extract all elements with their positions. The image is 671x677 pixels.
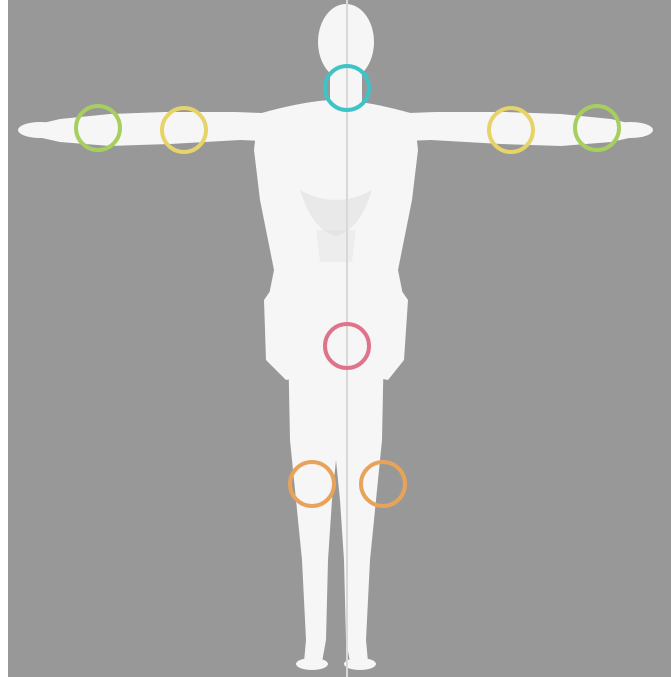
mannequin-body [18,4,653,670]
right-foot [344,658,376,670]
right-leg [332,340,384,662]
left-foot [296,658,328,670]
left-arm [22,112,292,146]
3d-viewport[interactable] [8,0,671,677]
abs-shade [316,230,356,262]
left-hand [18,122,62,138]
mannequin-scene [8,0,671,677]
right-arm [379,112,649,146]
